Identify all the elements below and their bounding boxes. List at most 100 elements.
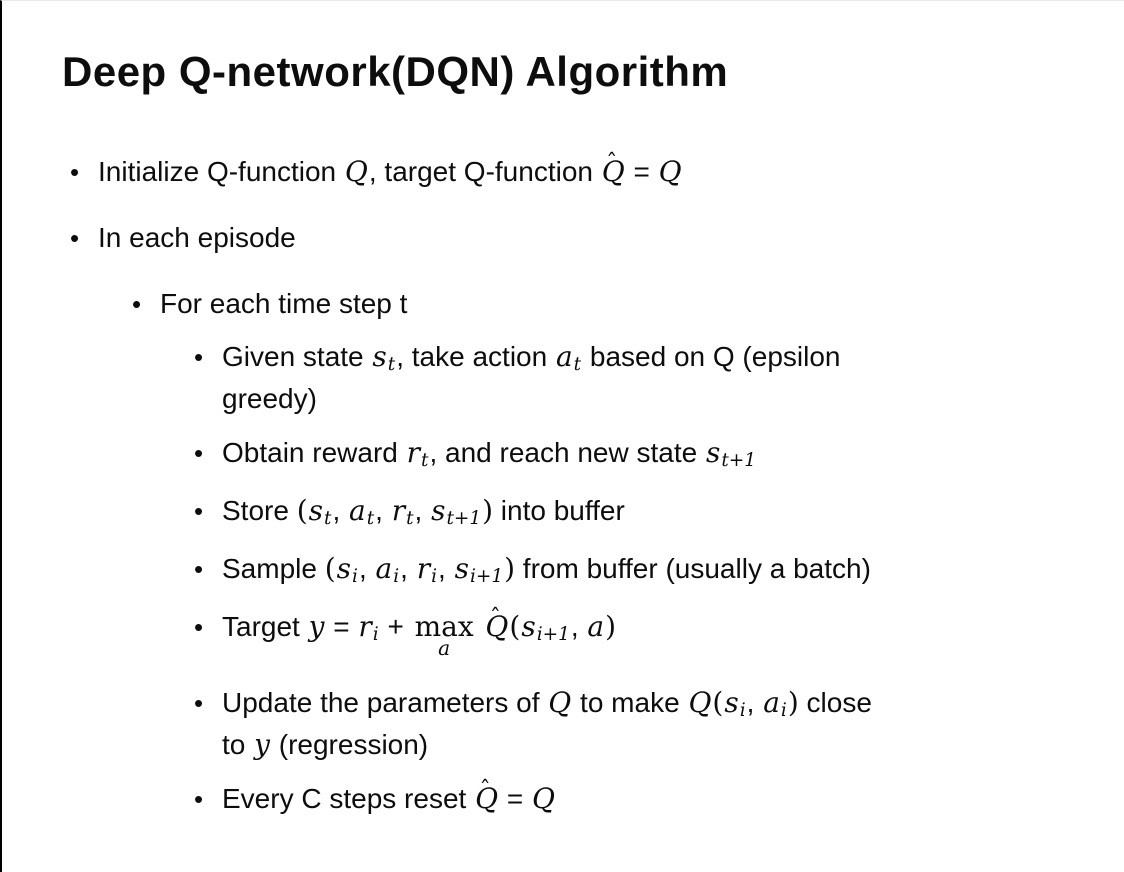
bullet-text: Obtain reward rt, and reach new state st… (222, 434, 757, 476)
math-variable: a (375, 552, 393, 585)
bullet-text: Sample (si, ai, ri, si+1) from buffer (u… (222, 550, 871, 592)
text-run: close (798, 687, 872, 718)
math-subscript: i (431, 566, 438, 588)
operator-name: max (414, 610, 474, 643)
text-run: + (379, 611, 412, 642)
text-run: Obtain reward (222, 437, 406, 468)
math-variable: Q (688, 686, 712, 719)
math-subscript: i (739, 700, 746, 722)
page-title: Deep Q-network(DQN) Algorithm (62, 48, 729, 95)
bullet-item: •Given state st, take action at based on… (194, 338, 1124, 418)
text-run: For each time step t (160, 288, 408, 319)
text-run (477, 611, 485, 642)
text-run: , (400, 553, 416, 584)
hat-accent: ˆ (489, 605, 501, 632)
text-run: = (499, 783, 531, 814)
math-variable: s (705, 436, 721, 469)
math-subscript: t+1 (721, 450, 756, 472)
math-variable: Q (531, 782, 555, 815)
text-run: = (325, 611, 358, 642)
math-variable: a (587, 610, 605, 643)
bullet-text: For each time step t (160, 285, 407, 323)
text-run: In each episode (98, 222, 296, 253)
math-variable: r (391, 494, 406, 527)
math-paren: ) (787, 686, 799, 719)
text-run: , (746, 687, 763, 718)
math-paren: ) (482, 494, 494, 527)
math-subscript: i (372, 624, 379, 646)
text-run: Initialize Q-function (98, 156, 344, 187)
math-subscript: t (406, 508, 414, 530)
text-run: Every C steps reset (222, 783, 475, 814)
text-run: , (358, 553, 375, 584)
bullet-text: Update the parameters of Q to make Q(si,… (222, 684, 872, 764)
math-paren: ( (509, 610, 521, 643)
math-variable: s (431, 494, 446, 527)
text-run: to (222, 729, 254, 760)
math-subscript: t+1 (446, 508, 482, 530)
bullet-marker: • (70, 157, 80, 187)
text-run: , (570, 611, 587, 642)
text-run: Given state (222, 341, 372, 372)
math-variable: y (254, 728, 270, 761)
text-run: Sample (222, 553, 325, 584)
math-variable: r (416, 552, 431, 585)
text-run: into buffer (493, 495, 625, 526)
text-run: Target (222, 611, 308, 642)
bullet-item: •Sample (si, ai, ri, si+1) from buffer (… (194, 550, 1124, 592)
math-subscript: t (324, 508, 332, 530)
math-subscript: i+1 (536, 624, 570, 646)
bullet-marker: • (194, 438, 204, 468)
math-paren: ( (712, 686, 724, 719)
bullet-marker: • (194, 554, 204, 584)
math-variable: r (358, 610, 372, 643)
math-subscript: t (573, 354, 582, 376)
bullet-marker: • (194, 688, 204, 718)
math-subscript: i (780, 700, 787, 722)
bullet-text: In each episode (98, 219, 296, 257)
text-run: Update the parameters of (222, 687, 548, 718)
text-run: = (625, 156, 658, 187)
math-subscript: i+1 (469, 566, 504, 588)
math-variable: Q (485, 610, 509, 643)
bullet-marker: • (194, 342, 204, 372)
bullet-text: Store (st, at, rt, st+1) into buffer (222, 492, 625, 534)
text-run: , (414, 495, 431, 526)
math-variable: s (308, 494, 324, 527)
math-variable: s (724, 686, 739, 719)
bullet-marker: • (70, 223, 80, 253)
bullet-text: Initialize Q-function Q, target Q-functi… (98, 150, 683, 191)
text-run: , (438, 553, 454, 584)
math-subscript: i (393, 566, 400, 588)
math-variable: y (308, 610, 325, 643)
math-variable: s (336, 552, 352, 585)
math-variable: r (406, 436, 421, 469)
bullet-list: •Initialize Q-function Q, target Q-funct… (2, 150, 1124, 818)
math-subscript: t (366, 508, 375, 530)
bullet-item: • In each episode (70, 219, 1124, 257)
math-variable: a (763, 686, 780, 719)
text-run: , and reach new state (429, 437, 705, 468)
text-run: (regression) (270, 729, 429, 760)
bullet-item: •For each time step t (132, 285, 1124, 323)
math-paren: ( (324, 552, 336, 585)
math-variable: Q (475, 782, 499, 815)
hat-accent: ˆ (606, 150, 618, 177)
math-variable: s (372, 340, 387, 373)
math-paren: ( (296, 494, 308, 527)
bullet-item: •Store (st, at, rt, st+1) into buffer (194, 492, 1124, 534)
text-run: , target Q-function (368, 156, 601, 187)
text-run: based on Q (epsilon (582, 341, 841, 372)
math-subscript: t (387, 354, 396, 376)
text-run: to make (572, 687, 688, 718)
bullet-item: • Initialize Q-function Q, target Q-funct… (70, 150, 1124, 191)
bullet-marker: • (194, 612, 204, 642)
